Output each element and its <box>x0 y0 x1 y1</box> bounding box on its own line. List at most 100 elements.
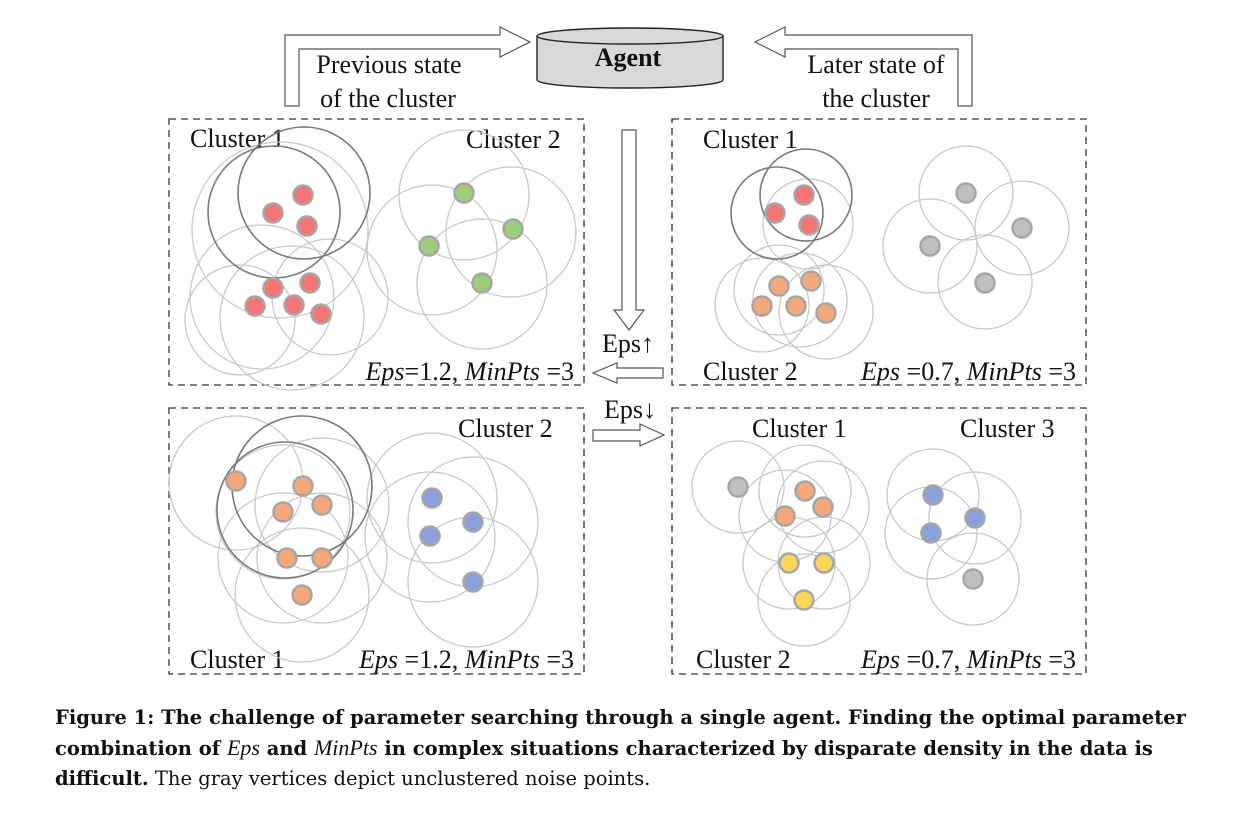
figure-caption: Figure 1: The challenge of parameter sea… <box>55 703 1215 794</box>
eps-neighborhood-circle <box>733 244 825 336</box>
cluster-point-orange <box>311 494 333 516</box>
cluster-label: Cluster 1 <box>752 414 847 443</box>
cluster-point-orange <box>794 480 816 502</box>
eps-neighborhood-circle <box>928 471 1022 565</box>
eps-neighborhood-circle <box>254 437 390 573</box>
eps-neighborhood-circle <box>714 257 810 353</box>
eps-neighborhood-circle <box>937 234 1033 330</box>
eps-neighborhood-circle <box>219 245 365 391</box>
cluster-point-blue <box>462 511 484 533</box>
eps-neighborhood-circle <box>256 492 388 624</box>
cluster-point-orange <box>292 475 314 497</box>
cluster-point-blue <box>419 525 441 547</box>
caption-bold-2: in complex situations characterized by d… <box>55 737 1153 790</box>
cluster-point-red <box>296 215 318 237</box>
eps-neighborhood-circle <box>366 432 498 564</box>
cluster-point-yellow <box>813 552 835 574</box>
eps-neighborhood-circle <box>217 492 349 624</box>
cluster-point-blue <box>462 571 484 593</box>
panel-bottom-right <box>671 407 1087 675</box>
eps-neighborhood-circle <box>191 141 369 319</box>
eps-neighborhood-circle <box>189 224 335 370</box>
cluster-point-blue <box>922 484 944 506</box>
later-state-arrow <box>753 26 973 107</box>
eps-neighborhood-circle <box>416 218 548 350</box>
eps-neighborhood-circle <box>974 180 1070 276</box>
cluster-point-red <box>262 202 284 224</box>
cluster-point-orange <box>291 584 313 606</box>
cluster-point-green <box>418 235 440 257</box>
eps-neighborhood-circle <box>759 148 853 242</box>
param-label: Eps =0.7, MinPts =3 <box>860 645 1076 674</box>
eps-down-arrow <box>592 423 666 447</box>
eps-up-label: Eps↑ <box>602 329 654 358</box>
agent-node: Agent <box>536 27 724 89</box>
eps-neighborhood-circle <box>926 532 1020 626</box>
cluster-point-orange <box>768 275 790 297</box>
agent-label: Agent <box>595 43 662 72</box>
previous-state-arrow <box>284 26 532 107</box>
panel-top-right <box>671 118 1087 386</box>
cluster-point-orange <box>751 295 773 317</box>
noise-point <box>962 568 984 590</box>
panel-top-left <box>168 118 585 386</box>
cluster-point-red <box>262 277 284 299</box>
cluster-point-red <box>310 303 332 325</box>
eps-neighborhood-circle <box>730 166 824 260</box>
caption-bold-1: Figure 1: The challenge of parameter sea… <box>55 706 1186 760</box>
cluster-label: Cluster 1 <box>703 125 798 154</box>
param-label: Eps=1.2, MinPts =3 <box>365 357 574 386</box>
eps-neighborhood-circle <box>184 264 296 376</box>
cluster-label: Cluster 2 <box>696 645 791 674</box>
cluster-point-green <box>502 218 524 240</box>
eps-neighborhood-circle <box>882 198 978 294</box>
eps-neighborhood-circle <box>234 527 370 663</box>
eps-neighborhood-circle <box>778 264 874 360</box>
cluster-point-blue <box>920 522 942 544</box>
cluster-point-red <box>299 272 321 294</box>
cluster-point-orange <box>311 547 333 569</box>
clustering-diagram: Agent Previous state of the cluster Late… <box>168 26 1087 675</box>
later-state-label-line2: the cluster <box>822 84 930 113</box>
cluster-point-green <box>471 272 493 294</box>
cluster-point-red <box>292 184 314 206</box>
eps-neighborhood-circle <box>691 440 785 534</box>
cluster-point-red <box>244 295 266 317</box>
agent-down-arrow <box>612 129 646 331</box>
eps-neighborhood-circle <box>758 444 852 538</box>
caption-math-minpts: MinPts <box>313 735 378 760</box>
cluster-label: Cluster 2 <box>703 357 798 386</box>
noise-point <box>974 272 996 294</box>
noise-point <box>955 182 977 204</box>
eps-up-arrow <box>591 362 664 384</box>
cluster-point-orange <box>800 270 822 292</box>
later-state-label-line1: Later state of <box>807 50 944 79</box>
eps-down-label: Eps↓ <box>604 395 656 424</box>
param-label: Eps =0.7, MinPts =3 <box>860 357 1076 386</box>
cluster-point-blue <box>964 507 986 529</box>
cluster-point-red <box>764 202 786 224</box>
data-points <box>225 182 1033 611</box>
noise-point <box>1011 217 1033 239</box>
eps-neighborhood-circle <box>398 129 530 261</box>
eps-neighborhoods <box>168 126 1070 663</box>
eps-neighborhood-circle <box>366 184 498 316</box>
cluster-point-green <box>453 182 475 204</box>
cluster-point-orange <box>774 505 796 527</box>
cluster-point-blue <box>421 487 443 509</box>
cluster-point-orange <box>812 496 834 518</box>
cluster-point-orange <box>785 295 807 317</box>
cluster-label: Cluster 1 <box>190 124 285 153</box>
cluster-point-yellow <box>793 589 815 611</box>
noise-point <box>919 235 941 257</box>
eps-neighborhood-circle <box>237 126 371 260</box>
cluster-point-yellow <box>778 552 800 574</box>
caption-math-eps: Eps <box>226 735 260 760</box>
cluster-point-orange <box>225 470 247 492</box>
cluster-label: Cluster 1 <box>190 645 285 674</box>
eps-neighborhood-circle <box>216 441 354 579</box>
cluster-label: Cluster 2 <box>466 125 561 154</box>
cluster-point-orange <box>276 547 298 569</box>
cluster-label: Cluster 3 <box>960 414 1055 443</box>
cluster-label: Cluster 2 <box>458 414 553 443</box>
